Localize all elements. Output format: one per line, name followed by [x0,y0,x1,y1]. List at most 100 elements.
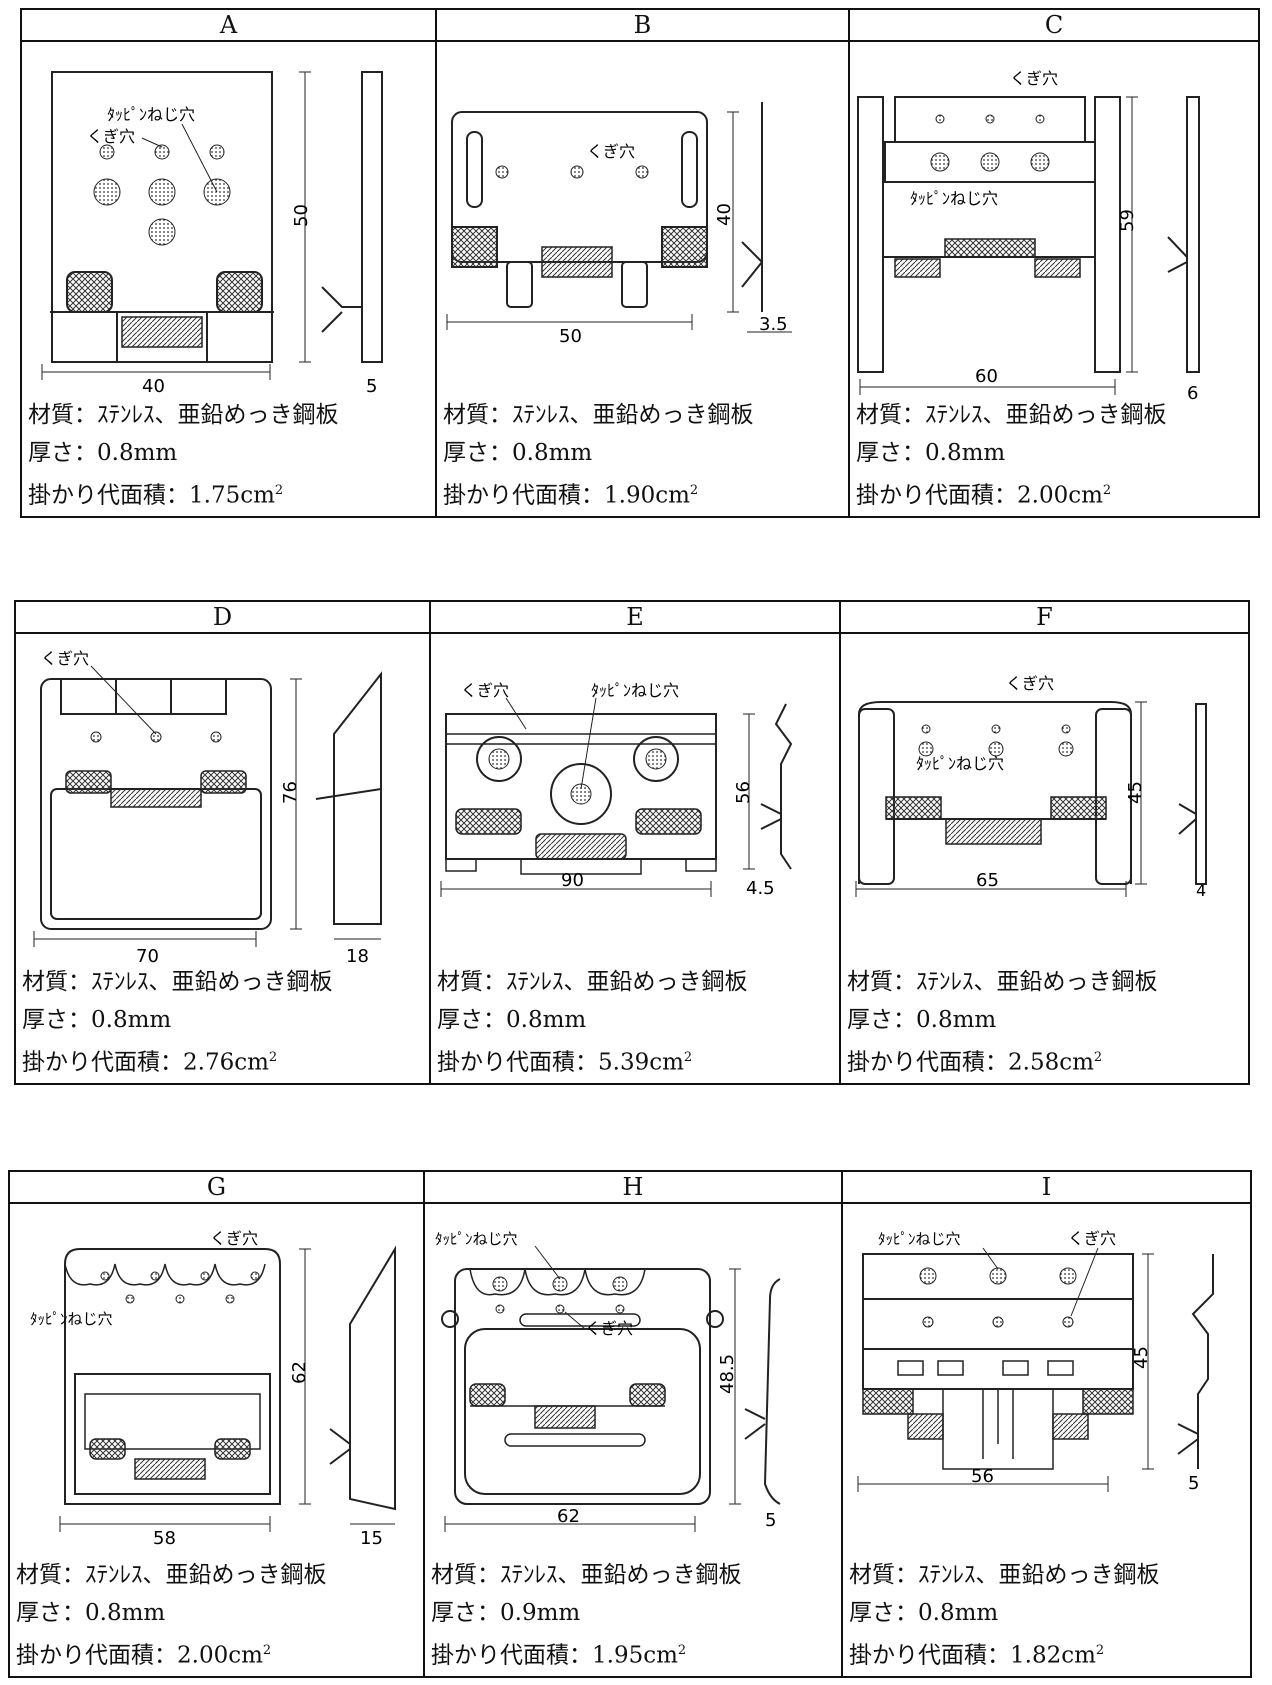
spec-text: 材質：ｽﾃﾝﾚｽ、亜鉛めっき鋼板 厚さ：0.8mm 掛かり代面積：2.76cm2 [22,963,425,1077]
label-nail-hole: くぎ穴 [41,649,89,668]
label-nail-hole: くぎ穴 [1068,1229,1116,1248]
material: 材質：ｽﾃﾝﾚｽ、亜鉛めっき鋼板 [847,969,1158,995]
cell-A: A ﾀｯﾋﾟﾝねじ穴 くぎ穴 [22,10,435,516]
thickness: 厚さ：0.8mm [437,1007,587,1033]
spec-text: 材質：ｽﾃﾝﾚｽ、亜鉛めっき鋼板 厚さ：0.8mm 掛かり代面積：2.58cm2 [847,963,1244,1077]
dim-depth: 3.5 [759,314,788,335]
thickness: 厚さ：0.8mm [22,1007,172,1033]
dim-depth: 5 [765,1510,776,1531]
cell-H: H ﾀｯﾋﾟﾝねじ穴 くぎ穴 [423,1172,841,1676]
thickness: 厚さ：0.8mm [443,440,593,466]
dim-height: 59 [1117,209,1138,232]
dim-depth: 5 [1188,1473,1199,1494]
dim-depth: 18 [346,946,369,967]
dim-width: 90 [561,870,584,891]
area: 掛かり代面積：5.39cm2 [437,1049,693,1076]
area: 掛かり代面積：2.76cm2 [22,1049,278,1076]
drawing-F: くぎ穴 ﾀｯﾋﾟﾝねじ穴 45 65 4 [841,634,1248,1004]
material: 材質：ｽﾃﾝﾚｽ、亜鉛めっき鋼板 [443,402,754,428]
drawing-E: くぎ穴 ﾀｯﾋﾟﾝねじ穴 56 90 4.5 [431,634,839,1004]
label-nail-hole: くぎ穴 [210,1229,258,1248]
drawing-D: くぎ穴 76 70 18 [16,634,429,1004]
area: 掛かり代面積：2.58cm2 [847,1049,1103,1076]
dim-depth: 5 [366,376,377,397]
thickness: 厚さ：0.8mm [849,1600,999,1626]
material: 材質：ｽﾃﾝﾚｽ、亜鉛めっき鋼板 [849,1562,1160,1588]
cell-header: I [843,1172,1250,1204]
cell-I: I ﾀｯﾋﾟﾝねじ穴 [841,1172,1250,1676]
label-screw-hole: ﾀｯﾋﾟﾝねじ穴 [591,681,679,700]
label-screw-hole: ﾀｯﾋﾟﾝねじ穴 [30,1310,113,1328]
material: 材質：ｽﾃﾝﾚｽ、亜鉛めっき鋼板 [431,1562,742,1588]
material: 材質：ｽﾃﾝﾚｽ、亜鉛めっき鋼板 [437,969,748,995]
spec-text: 材質：ｽﾃﾝﾚｽ、亜鉛めっき鋼板 厚さ：0.8mm 掛かり代面積：2.00cm2 [856,396,1254,510]
area: 掛かり代面積：1.95cm2 [431,1642,687,1669]
cell-header: G [10,1172,423,1204]
dim-depth: 4.5 [746,878,775,899]
label-nail-hole: くぎ穴 [461,681,509,700]
spec-text: 材質：ｽﾃﾝﾚｽ、亜鉛めっき鋼板 厚さ：0.8mm 掛かり代面積：5.39cm2 [437,963,835,1077]
thickness: 厚さ：0.9mm [431,1600,581,1626]
spec-text: 材質：ｽﾃﾝﾚｽ、亜鉛めっき鋼板 厚さ：0.9mm 掛かり代面積：1.95cm2 [431,1556,837,1670]
dim-height: 45 [1125,781,1146,804]
label-screw-hole: ﾀｯﾋﾟﾝねじ穴 [910,189,998,208]
thickness: 厚さ：0.8mm [16,1600,166,1626]
cell-header: B [437,10,848,42]
cell-B: B くぎ穴 40 [435,10,848,516]
dim-height: 45 [1131,1346,1152,1369]
area: 掛かり代面積：1.75cm2 [28,482,284,509]
cell-header: D [16,602,429,634]
area: 掛かり代面積：1.90cm2 [443,482,699,509]
dim-width: 50 [559,326,582,347]
dim-width: 58 [153,1528,176,1549]
drawing-H: ﾀｯﾋﾟﾝねじ穴 くぎ穴 48.5 62 5 [425,1204,841,1574]
dim-width: 65 [976,870,999,891]
dim-height: 56 [733,781,754,804]
dim-depth: 6 [1187,383,1198,404]
label-screw-hole: ﾀｯﾋﾟﾝねじ穴 [878,1230,961,1248]
dim-height: 50 [291,204,312,227]
cell-E: E くぎ穴 ﾀｯﾋﾟﾝねじ穴 [429,602,839,1083]
cell-header: C [850,10,1258,42]
spec-text: 材質：ｽﾃﾝﾚｽ、亜鉛めっき鋼板 厚さ：0.8mm 掛かり代面積：2.00cm2 [16,1556,419,1670]
area: 掛かり代面積：2.00cm2 [16,1642,272,1669]
cell-C: C くぎ穴 ﾀｯﾋﾟﾝねじ穴 [848,10,1258,516]
dim-width: 62 [557,1506,580,1527]
drawing-B: くぎ穴 40 50 3.5 [437,42,848,412]
label-nail-hole: くぎ穴 [587,142,635,161]
area: 掛かり代面積：1.82cm2 [849,1642,1105,1669]
drawing-I: ﾀｯﾋﾟﾝねじ穴 くぎ穴 45 56 5 [843,1204,1250,1574]
spec-table-row-2: D くぎ穴 76 [14,600,1250,1085]
dim-height: 40 [714,203,735,226]
dim-height: 62 [289,1361,310,1384]
drawing-G: くぎ穴 ﾀｯﾋﾟﾝねじ穴 62 58 15 [10,1204,423,1574]
area: 掛かり代面積：2.00cm2 [856,482,1112,509]
dim-width: 60 [975,366,998,387]
spec-table-row-3: G くぎ穴 ﾀｯﾋﾟﾝねじ穴 [8,1170,1252,1678]
material: 材質：ｽﾃﾝﾚｽ、亜鉛めっき鋼板 [16,1562,327,1588]
cell-F: F くぎ穴 ﾀｯﾋﾟﾝねじ穴 45 [839,602,1248,1083]
cell-header: F [841,602,1248,634]
label-nail-hole: くぎ穴 [1006,674,1054,693]
material: 材質：ｽﾃﾝﾚｽ、亜鉛めっき鋼板 [28,402,339,428]
cell-G: G くぎ穴 ﾀｯﾋﾟﾝねじ穴 [10,1172,423,1676]
dim-depth: 4 [1196,881,1206,900]
cell-D: D くぎ穴 76 [16,602,429,1083]
thickness: 厚さ：0.8mm [856,440,1006,466]
label-nail-hole: くぎ穴 [87,127,135,146]
dim-width: 40 [142,376,165,397]
dim-depth: 15 [360,1528,383,1549]
label-screw-hole: ﾀｯﾋﾟﾝねじ穴 [107,105,195,124]
spec-text: 材質：ｽﾃﾝﾚｽ、亜鉛めっき鋼板 厚さ：0.8mm 掛かり代面積：1.90cm2 [443,396,844,510]
spec-text: 材質：ｽﾃﾝﾚｽ、亜鉛めっき鋼板 厚さ：0.8mm 掛かり代面積：1.82cm2 [849,1556,1246,1670]
spec-table-row-1: A ﾀｯﾋﾟﾝねじ穴 くぎ穴 [20,8,1260,518]
label-nail-hole: くぎ穴 [1010,69,1058,88]
drawing-A: ﾀｯﾋﾟﾝねじ穴 くぎ穴 50 40 5 [22,42,435,412]
cell-header: H [425,1172,841,1204]
cell-header: E [431,602,839,634]
label-screw-hole: ﾀｯﾋﾟﾝねじ穴 [916,754,1004,773]
label-screw-hole: ﾀｯﾋﾟﾝねじ穴 [435,1230,518,1248]
material: 材質：ｽﾃﾝﾚｽ、亜鉛めっき鋼板 [856,402,1167,428]
dim-height: 48.5 [717,1354,738,1394]
dim-width: 56 [971,1466,994,1487]
